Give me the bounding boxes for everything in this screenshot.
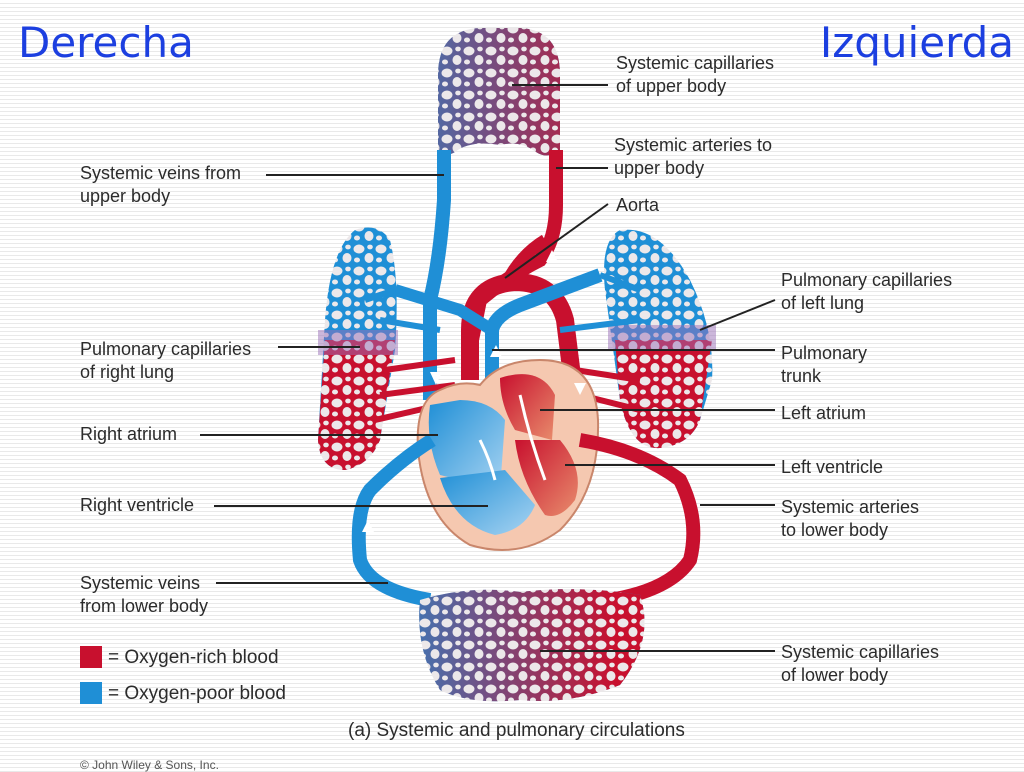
label-line: Pulmonary capillaries	[781, 270, 953, 290]
right-lung	[318, 227, 398, 470]
label-line: Right ventricle	[80, 495, 195, 515]
label-line: Systemic arteries	[781, 497, 920, 517]
label-systemic-capillaries-lower: Systemic capillaries of lower body	[781, 641, 939, 687]
label-line: from lower body	[80, 596, 209, 616]
label-line: Systemic capillaries	[781, 642, 940, 662]
label-right-atrium: Right atrium	[80, 423, 177, 446]
legend-label: = Oxygen-rich blood	[108, 647, 279, 668]
copyright-notice: © John Wiley & Sons, Inc.	[80, 758, 219, 772]
legend-oxygen-poor: = Oxygen-poor blood	[80, 682, 286, 706]
title-derecha: Derecha	[18, 18, 194, 67]
label-line: Systemic arteries to	[614, 135, 773, 155]
label-right-ventricle: Right ventricle	[80, 494, 194, 517]
label-line: upper body	[614, 158, 705, 178]
figure-caption: (a) Systemic and pulmonary circulations	[348, 720, 685, 741]
descending-aorta	[578, 433, 701, 607]
label-left-atrium: Left atrium	[781, 402, 866, 425]
heart	[416, 358, 600, 551]
label-line: of lower body	[781, 665, 889, 685]
label-line: of left lung	[781, 293, 865, 313]
label-line: Left atrium	[781, 403, 867, 423]
label-line: Pulmonary capillaries	[80, 339, 252, 359]
label-line: to lower body	[781, 520, 889, 540]
label-pulmonary-trunk: Pulmonary trunk	[781, 342, 867, 388]
lower-body-capillaries	[419, 589, 645, 702]
label-systemic-veins-lower: Systemic veins from lower body	[80, 572, 208, 618]
legend-oxygen-rich: = Oxygen-rich blood	[80, 646, 279, 670]
label-pulmonary-capillaries-right: Pulmonary capillaries of right lung	[80, 338, 251, 384]
label-line: upper body	[80, 186, 171, 206]
label-systemic-veins-upper: Systemic veins from upper body	[80, 162, 241, 208]
label-systemic-arteries-lower: Systemic arteries to lower body	[781, 496, 919, 542]
label-pulmonary-capillaries-left: Pulmonary capillaries of left lung	[781, 269, 952, 315]
label-line: Right atrium	[80, 424, 178, 444]
legend-swatch-red	[80, 646, 102, 668]
label-line: Systemic capillaries	[616, 53, 775, 73]
legend-label: = Oxygen-poor blood	[108, 683, 286, 704]
label-systemic-capillaries-upper: Systemic capillaries of upper body	[616, 52, 774, 98]
label-aorta: Aorta	[616, 194, 659, 217]
left-lung	[604, 229, 716, 449]
label-line: Aorta	[616, 195, 660, 215]
label-line: Systemic veins from	[80, 163, 242, 183]
upper-body-capillaries	[438, 28, 560, 156]
label-systemic-arteries-upper: Systemic arteries to upper body	[614, 134, 772, 180]
title-izquierda: Izquierda	[819, 18, 1014, 67]
label-line: of upper body	[616, 76, 727, 96]
label-line: trunk	[781, 366, 822, 386]
label-left-ventricle: Left ventricle	[781, 456, 883, 479]
label-line: Systemic veins	[80, 573, 201, 593]
label-line: of right lung	[80, 362, 175, 382]
legend-swatch-blue	[80, 682, 102, 704]
label-line: Left ventricle	[781, 457, 884, 477]
label-line: Pulmonary	[781, 343, 868, 363]
inferior-vena-cava	[351, 434, 436, 607]
